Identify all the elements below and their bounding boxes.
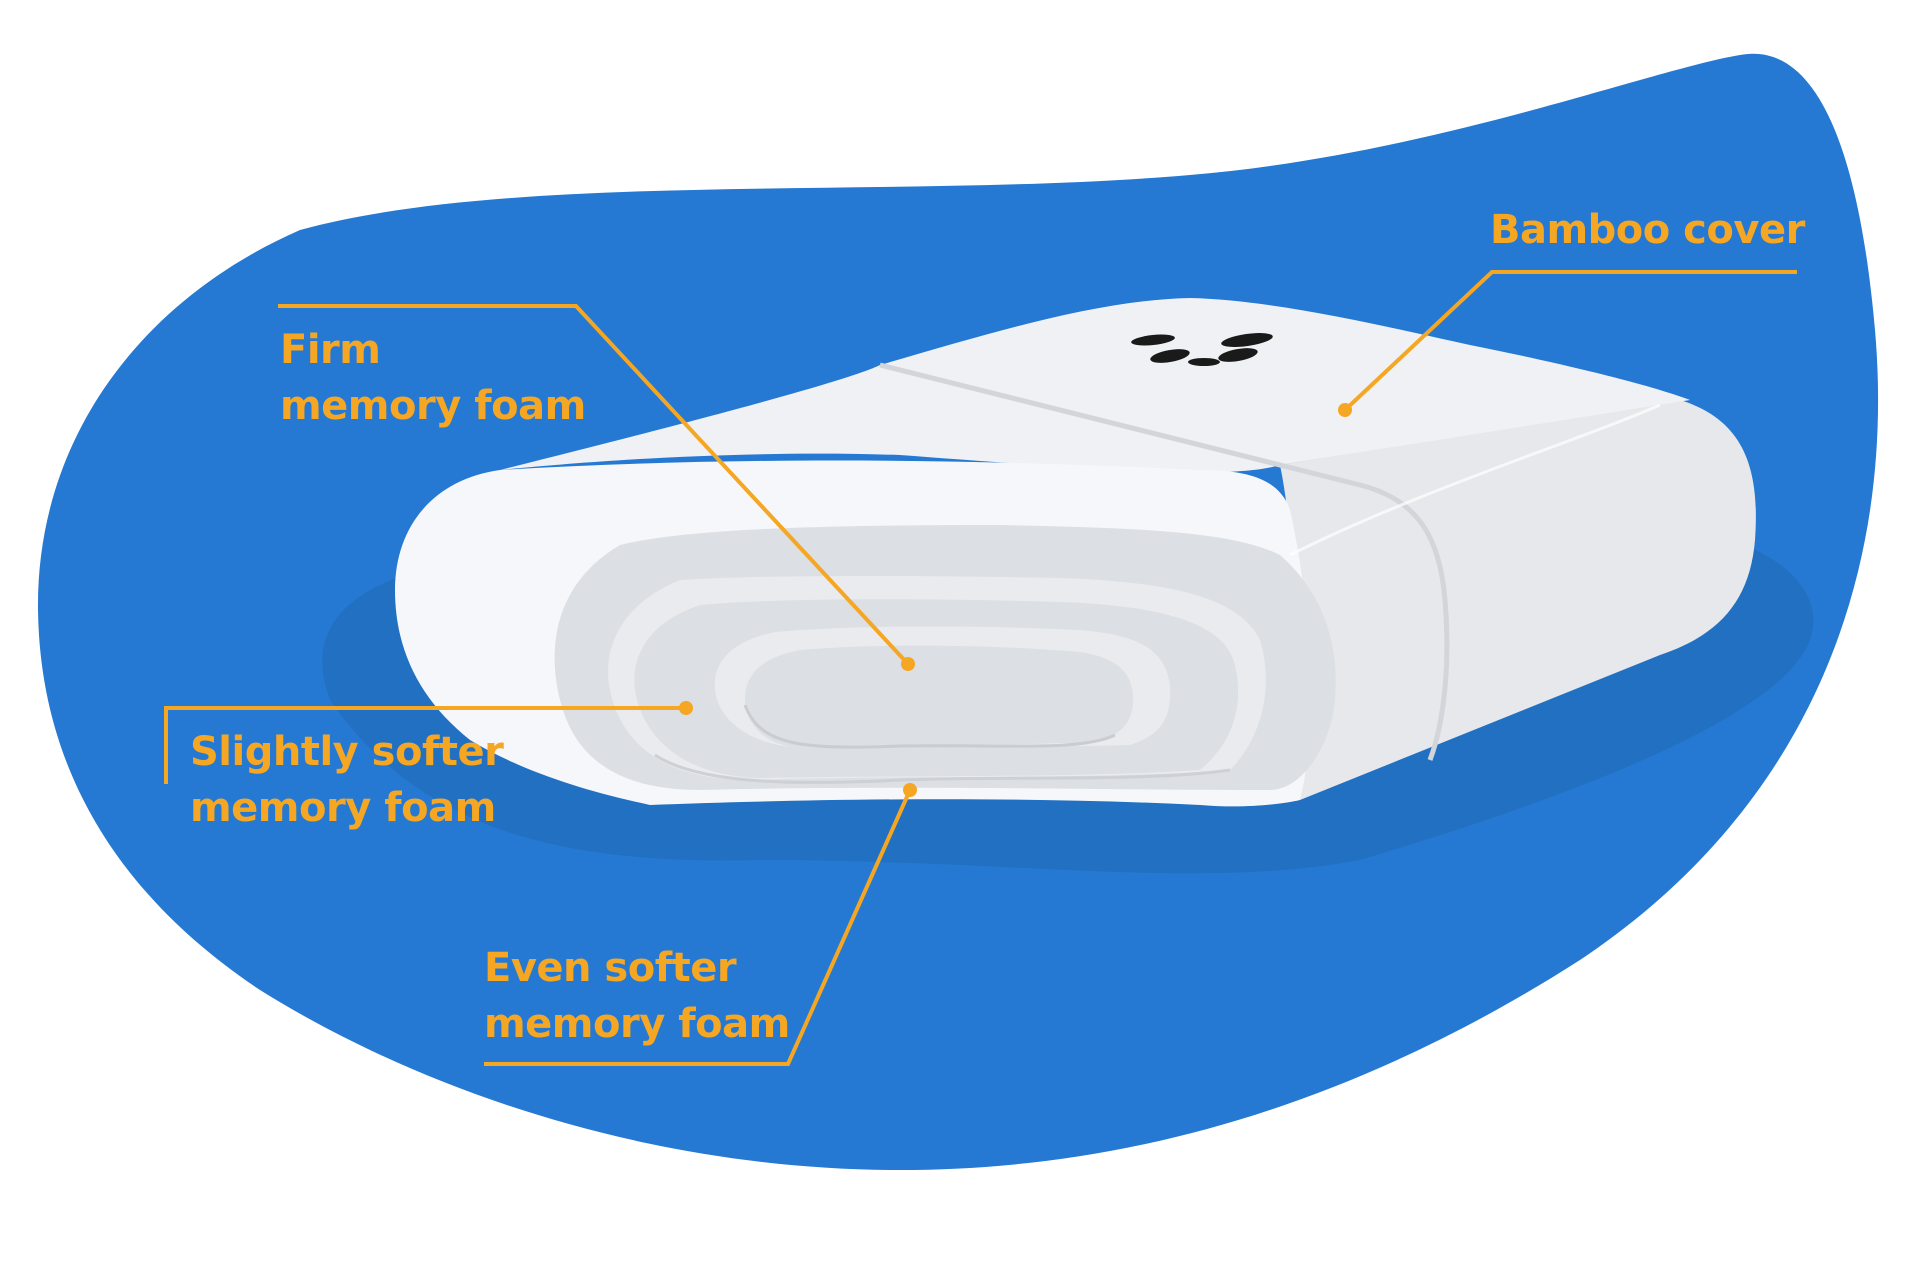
foam-layer-middle-outline [654,753,1231,784]
callout-dot-firm-memory-foam [901,657,915,671]
cover-edge-highlight [1289,403,1661,557]
callout-label-even-softer-memory-foam: Even softer memory foam [484,940,790,1052]
callout-line-even-softer [484,789,912,1066]
callout-text-line: memory foam [484,1001,790,1047]
callout-dots [679,403,1352,797]
callout-lines [164,270,1797,1066]
vent-mark-3 [1150,349,1190,363]
callout-dot-even-softer [903,783,917,797]
callout-line-firm-memory-foam [278,304,910,666]
pillow-top-cover [500,298,1690,473]
foam-layer-core [745,645,1134,748]
foam-layer-core-outline [743,704,1116,749]
callout-line-bamboo-cover [1343,270,1797,412]
bamboo-leaf-vents-icon [1131,333,1273,366]
vent-mark-1 [1131,334,1175,346]
callout-dot-slightly-softer [679,701,693,715]
callout-text-line: Slightly softer [190,729,504,775]
callout-text-line: Firm [280,327,381,373]
callout-text-line: Bamboo cover [1490,207,1805,253]
callout-dot-bamboo-cover [1338,403,1352,417]
callout-label-slightly-softer-memory-foam: Slightly softer memory foam [190,724,504,836]
callout-label-bamboo-cover: Bamboo cover [1490,202,1805,258]
callout-label-firm-memory-foam: Firm memory foam [280,322,586,434]
vent-mark-5 [1188,358,1220,366]
cover-seam [879,362,1450,761]
callout-line-slightly-softer [164,706,686,784]
callout-text-line: memory foam [280,383,586,429]
vent-mark-2 [1221,333,1273,347]
callout-text-line: memory foam [190,785,496,831]
callout-text-line: Even softer [484,945,737,991]
vent-mark-4 [1218,348,1258,362]
